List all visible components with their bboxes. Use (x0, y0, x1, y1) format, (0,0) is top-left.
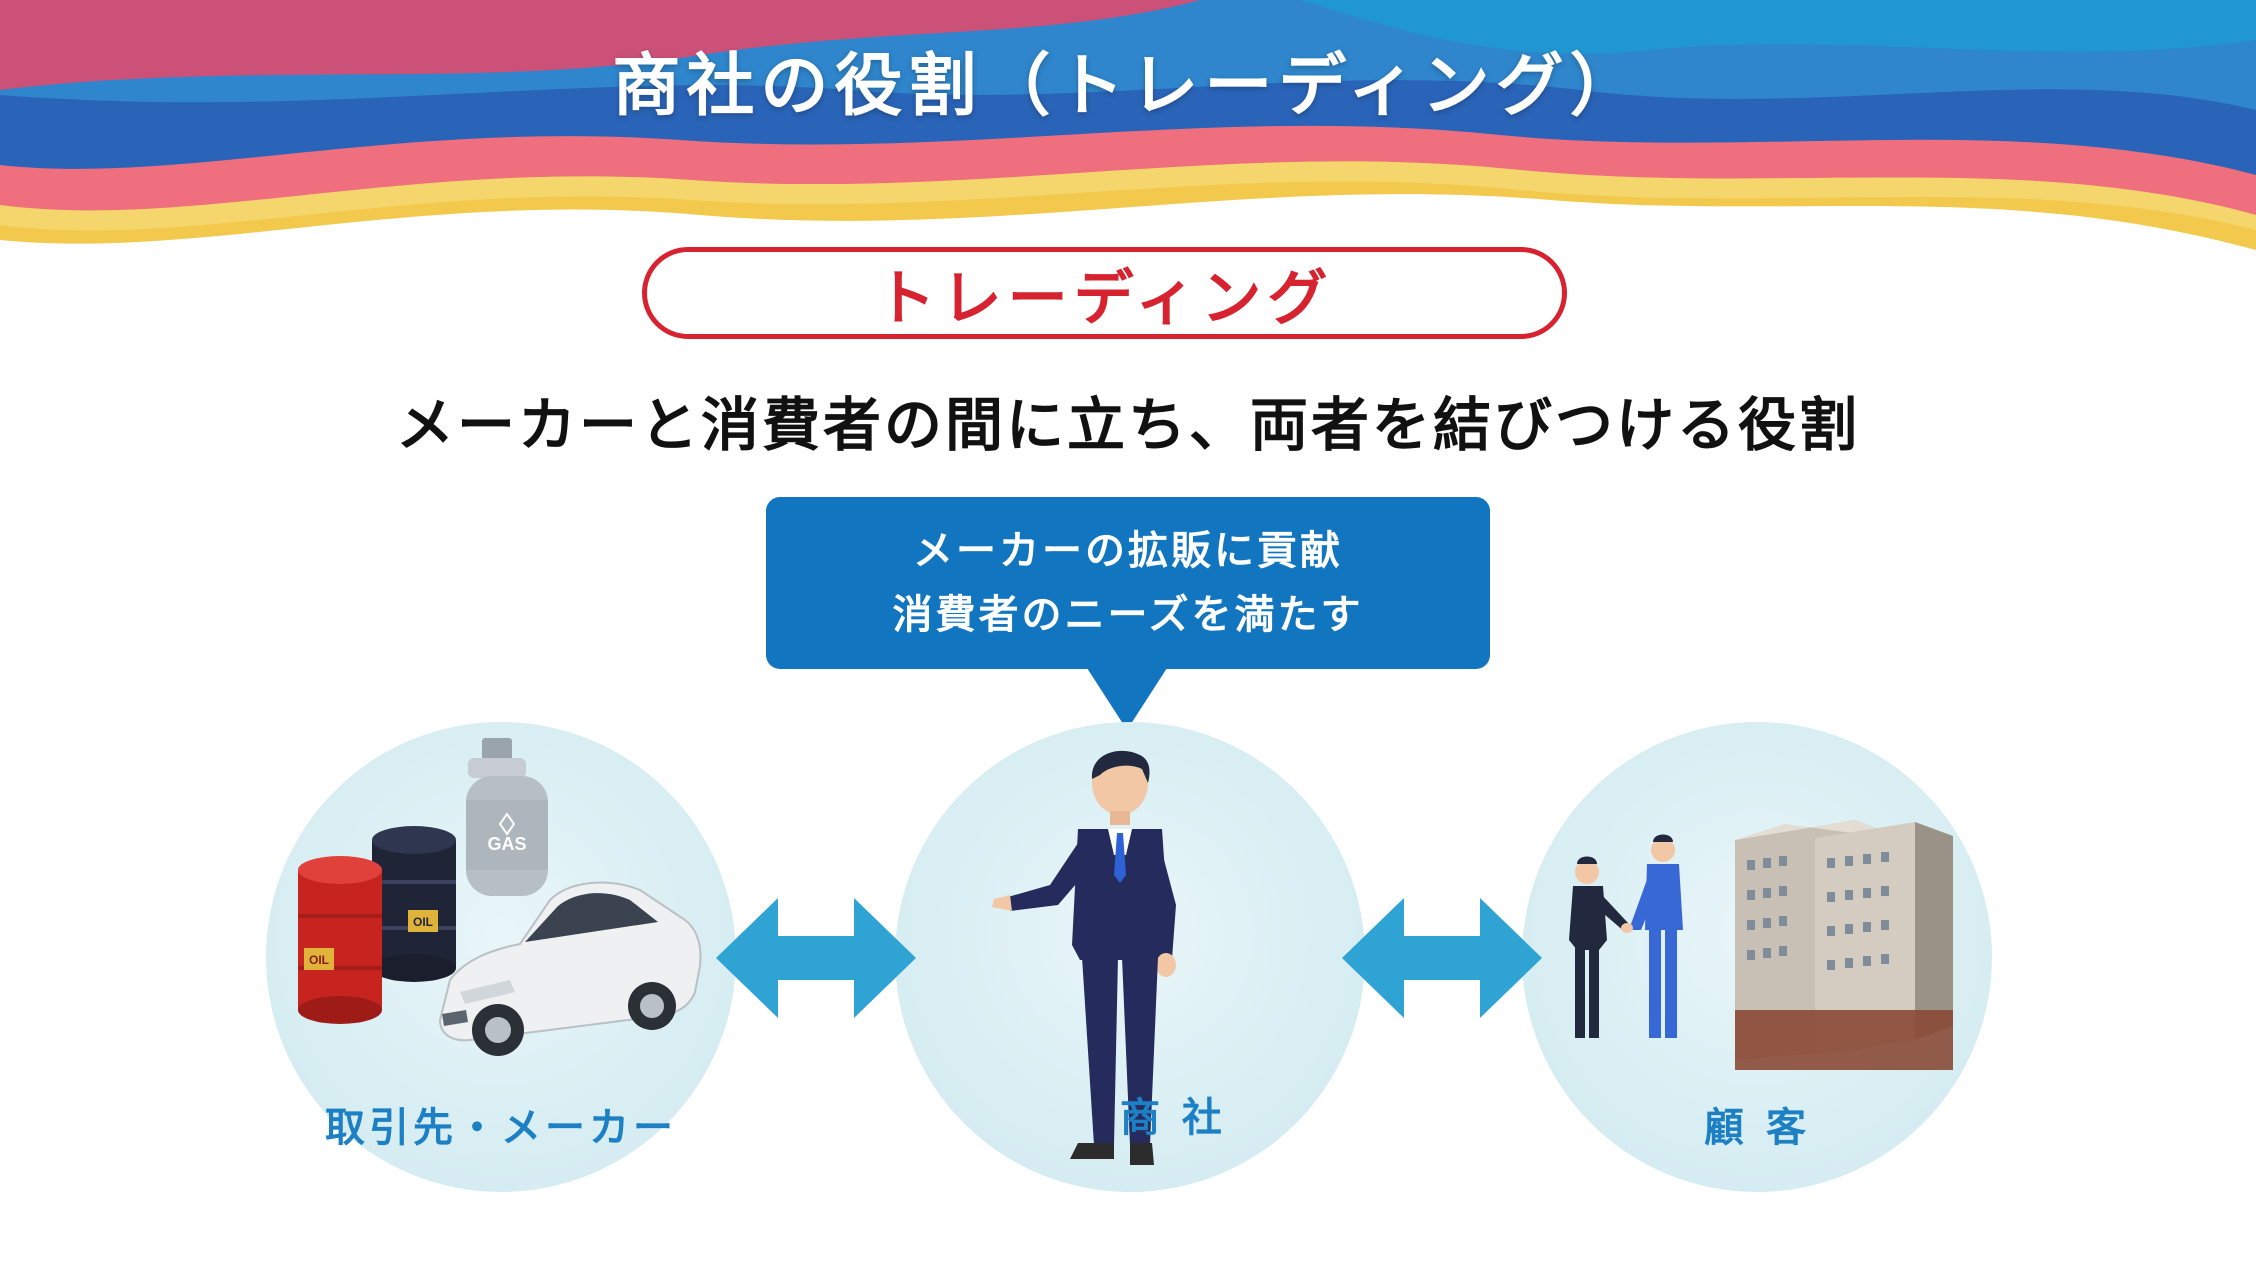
slide-title: 商社の役割（トレーディング） (612, 47, 1644, 126)
callout-pointer (1087, 668, 1167, 730)
supplier-label: 取引先・メーカー (325, 1105, 677, 1151)
callout-line-2: 消費者のニーズを満たす (892, 592, 1364, 638)
red-drum-icon: OIL (298, 856, 382, 1024)
callout-line-1: メーカーの拡販に貢献 (913, 528, 1343, 574)
trading-pill: トレーディング (642, 247, 1567, 339)
wave-banner (0, 0, 2256, 290)
pill-label: トレーディング (875, 263, 1334, 334)
handshake-people-icon (1569, 834, 1683, 1038)
office-building-icon (1735, 820, 1953, 1070)
callout-box: メーカーの拡販に貢献 消費者のニーズを満たす (766, 497, 1490, 669)
customer-label: 顧 客 (1704, 1105, 1810, 1151)
gas-cylinder-icon: GAS (466, 738, 548, 896)
handshake-building-illustration (1569, 820, 1953, 1070)
businessman-illustration (992, 750, 1176, 1165)
right-double-arrow (1342, 898, 1542, 1018)
trading-company-label: 商 社 (1120, 1095, 1226, 1141)
drum-label-red: OIL (309, 953, 329, 967)
oil-drums-gas-car-illustration: GAS OIL OIL (298, 738, 702, 1056)
left-double-arrow (716, 898, 916, 1018)
subtitle: メーカーと消費者の間に立ち、両者を結びつける役割 (395, 391, 1860, 459)
gas-label: GAS (487, 834, 526, 854)
car-icon (438, 881, 702, 1056)
black-drum-icon: OIL (372, 826, 456, 982)
drum-label-black: OIL (413, 915, 433, 929)
businessman-icon (992, 750, 1176, 1165)
